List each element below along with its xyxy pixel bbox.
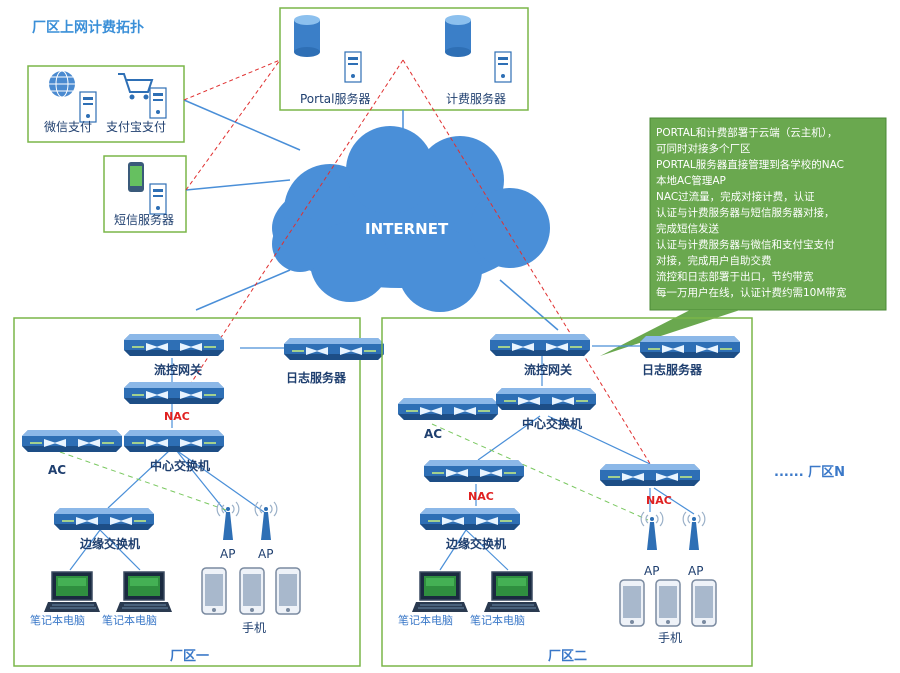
zone2-phone3-phone-icon bbox=[691, 579, 717, 627]
notes-callout-pointer bbox=[600, 310, 740, 356]
note-line: PORTAL和计费部署于云端（云主机）， bbox=[656, 126, 838, 139]
zone1-log-server-switch-icon bbox=[283, 337, 385, 361]
note-line: 对接，完成用户自助交费 bbox=[656, 254, 772, 267]
zone1-ac-label: AC bbox=[48, 463, 66, 477]
sms-box bbox=[103, 155, 187, 233]
zone2-ac-switch-icon bbox=[397, 397, 499, 421]
notes-text: PORTAL和计费部署于云端（云主机）， 可同时对接多个厂区 PORTAL服务器… bbox=[656, 126, 847, 299]
zone2-phone1-phone-icon bbox=[619, 579, 645, 627]
zone2-nac1-label: NAC bbox=[468, 490, 494, 503]
zone1-log-server-label: 日志服务器 bbox=[286, 370, 347, 385]
zone2-core-switch-label: 中心交换机 bbox=[522, 416, 582, 431]
link-zone2-cloud bbox=[499, 279, 559, 331]
zone1-phone2-phone-icon bbox=[239, 567, 265, 615]
link-sms-cloud bbox=[185, 179, 291, 191]
note-line: 完成短信发送 bbox=[656, 222, 719, 235]
zone2-core-switch-icon bbox=[495, 387, 597, 411]
zone1-ac-switch-icon bbox=[21, 429, 123, 453]
link-zone1-cloud bbox=[195, 269, 291, 311]
note-line: NAC过流量，完成对接计费，认证 bbox=[656, 190, 815, 203]
zone2-ap1-ap-antenna-icon bbox=[640, 511, 664, 551]
note-line: 本地AC管理AP bbox=[656, 174, 726, 187]
zone1-nac-switch-icon bbox=[123, 381, 225, 405]
billing-server-label: 计费服务器 bbox=[446, 91, 506, 106]
zone2-laptop2-label: 笔记本电脑 bbox=[470, 613, 525, 627]
zone1-laptop2-laptop-icon bbox=[115, 571, 173, 613]
zone1-laptop2-label: 笔记本电脑 bbox=[102, 613, 157, 627]
zone2-log-server-switch-icon bbox=[639, 335, 741, 359]
zone1-phone1-phone-icon bbox=[201, 567, 227, 615]
cart-icon bbox=[118, 73, 167, 119]
zone2-ap2-label: AP bbox=[688, 564, 703, 578]
zone1-ap1-label: AP bbox=[220, 547, 235, 561]
zone2-ac-ap-link bbox=[431, 423, 649, 521]
zone1-ap2-label: AP bbox=[258, 547, 273, 561]
globe-icon bbox=[49, 70, 97, 123]
zone2-laptop1-label: 笔记本电脑 bbox=[398, 613, 453, 627]
link-payment-cloud bbox=[183, 99, 301, 151]
internet-label: INTERNET bbox=[365, 220, 449, 238]
zone1-laptop1-laptop-icon bbox=[43, 571, 101, 613]
wechat-pay-label: 微信支付 bbox=[44, 120, 92, 134]
zone2-flow-gateway-switch-icon bbox=[489, 333, 591, 357]
zone1-edge-switch-icon bbox=[53, 507, 155, 531]
sms-server-label: 短信服务器 bbox=[114, 212, 174, 227]
zone2-laptop1-laptop-icon bbox=[411, 571, 469, 613]
zone2-nac1-switch-icon bbox=[423, 459, 525, 483]
portal-server-label: Portal服务器 bbox=[300, 91, 370, 106]
zone1-flow-gateway-switch-icon bbox=[123, 333, 225, 357]
note-line: 流控和日志部署于出口，节约带宽 bbox=[656, 270, 814, 283]
phone-icon bbox=[128, 162, 167, 215]
zone2-log-server-label: 日志服务器 bbox=[642, 362, 703, 377]
zone2-phone2-phone-icon bbox=[655, 579, 681, 627]
note-line: 可同时对接多个厂区 bbox=[656, 142, 751, 155]
zone1-core-switch-label: 中心交换机 bbox=[150, 458, 210, 473]
zone2-phones-label: 手机 bbox=[658, 631, 682, 645]
zone1-nac-label: NAC bbox=[164, 410, 190, 423]
zone2-edge-switch-label: 边缘交换机 bbox=[445, 536, 506, 551]
alipay-label: 支付宝支付 bbox=[106, 120, 166, 134]
zone1-laptop1-label: 笔记本电脑 bbox=[30, 613, 85, 627]
zone1-ap1-ap-antenna-icon bbox=[216, 501, 240, 541]
zone2-box bbox=[381, 317, 753, 667]
note-line: 认证与计费服务器与短信服务器对接， bbox=[656, 206, 835, 219]
zone2-ap1-label: AP bbox=[644, 564, 659, 578]
zone2-links bbox=[439, 345, 695, 571]
zone1-phones-label: 手机 bbox=[242, 621, 266, 635]
note-line: 每一万用户在线，认证计费约需10M带宽 bbox=[656, 286, 847, 299]
zone2-edge-switch-icon bbox=[419, 507, 521, 531]
zone1-ac-ap-link bbox=[59, 451, 227, 511]
zone2-ac-label: AC bbox=[424, 427, 442, 441]
zone1-phone3-phone-icon bbox=[275, 567, 301, 615]
cloud-icon bbox=[272, 126, 550, 312]
zone2-laptop2-laptop-icon bbox=[483, 571, 541, 613]
zone2-name: 厂区二 bbox=[548, 649, 587, 664]
factory-n-label: ...... 厂区N bbox=[774, 465, 845, 480]
page-title: 厂区上网计费拓扑 bbox=[32, 19, 144, 36]
zone1-edge-switch-label: 边缘交换机 bbox=[79, 536, 140, 551]
note-line: PORTAL服务器直接管理到各学校的NAC bbox=[656, 158, 844, 171]
zone2-nac2-switch-icon bbox=[599, 463, 701, 487]
zone1-name: 厂区一 bbox=[170, 649, 209, 664]
zone2-ap2-ap-antenna-icon bbox=[682, 511, 706, 551]
zone1-core-switch-icon bbox=[123, 429, 225, 453]
notes-box bbox=[649, 117, 887, 311]
cloud-servers-box bbox=[279, 7, 529, 111]
zone2-nac2-label: NAC bbox=[646, 494, 672, 507]
zone1-flow-gateway-label: 流控网关 bbox=[154, 362, 202, 377]
zone1-box bbox=[13, 317, 361, 667]
zone2-flow-gateway-label: 流控网关 bbox=[524, 362, 572, 377]
note-line: 认证与计费服务器与微信和支付宝支付 bbox=[656, 238, 835, 251]
